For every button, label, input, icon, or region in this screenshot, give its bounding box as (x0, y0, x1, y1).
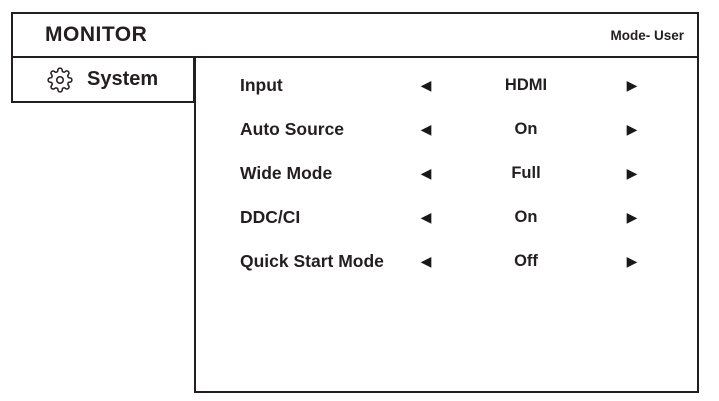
menu-row: DDC/CI ◀ On ▶ (240, 195, 697, 239)
menu-item-label: DDC/CI (240, 206, 301, 227)
value-text: On (514, 207, 538, 226)
sidebar-item-label: System (87, 68, 159, 90)
menu-row: Wide Mode ◀ Full ▶ (240, 151, 697, 195)
left-arrow-icon[interactable]: ◀ (420, 209, 432, 225)
gear-icon (47, 66, 73, 93)
sidebar-item-system[interactable]: System (11, 56, 195, 103)
right-arrow-icon[interactable]: ▶ (626, 253, 638, 269)
left-arrow-icon[interactable]: ◀ (420, 121, 432, 137)
menu-item-label: Auto Source (240, 118, 345, 139)
value-text: HDMI (504, 75, 548, 94)
menu-row: Input ◀ HDMI ▶ (240, 63, 697, 107)
menu-row: Quick Start Mode ◀ Off ▶ (240, 239, 697, 283)
right-arrow-icon[interactable]: ▶ (626, 77, 638, 93)
value-text: Full (511, 163, 541, 182)
left-arrow-icon[interactable]: ◀ (420, 253, 432, 269)
left-arrow-icon[interactable]: ◀ (420, 77, 432, 93)
value-text: Off (514, 251, 538, 270)
right-arrow-icon[interactable]: ▶ (626, 209, 638, 225)
right-arrow-icon[interactable]: ▶ (626, 165, 638, 181)
page-title: MONITOR (45, 23, 148, 46)
header-bar: MONITOR Mode- User (11, 12, 699, 58)
settings-panel: Input ◀ HDMI ▶ Auto Source ◀ On ▶ Wide M… (194, 56, 699, 393)
left-arrow-icon[interactable]: ◀ (420, 165, 432, 181)
menu-row: Auto Source ◀ On ▶ (240, 107, 697, 151)
menu-rows: Input ◀ HDMI ▶ Auto Source ◀ On ▶ Wide M… (196, 58, 697, 283)
menu-item-label: Input (240, 74, 283, 95)
right-arrow-icon[interactable]: ▶ (626, 121, 638, 137)
value-text: On (514, 119, 538, 138)
mode-status: Mode- User (610, 27, 684, 43)
menu-item-label: Quick Start Mode (240, 250, 384, 271)
menu-item-label: Wide Mode (240, 162, 333, 183)
